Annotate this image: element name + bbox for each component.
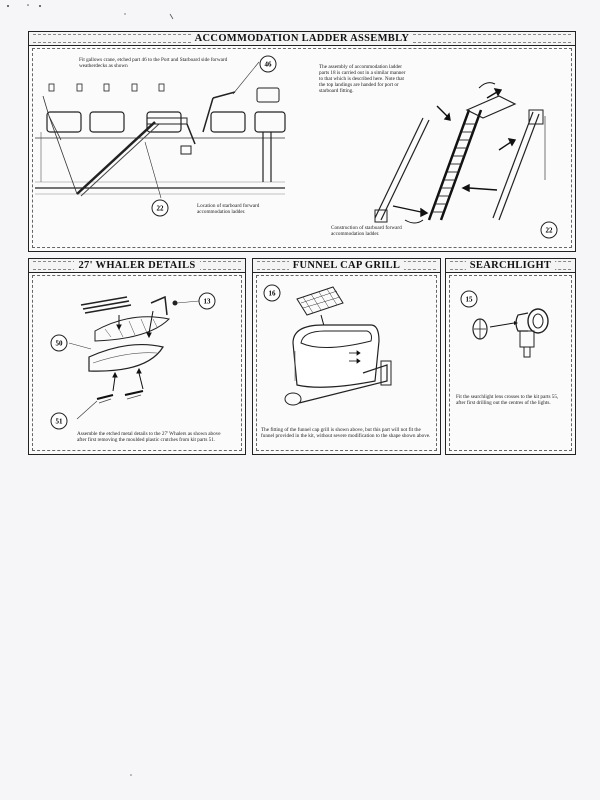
ladder-assembly-panel: ACCOMMODATION LADDER ASSEMBLY Fit gallow… [28,31,576,252]
callout-13-label: 13 [204,298,212,306]
funnel-panel: FUNNEL CAP GRILL 16 The fitting of the f… [252,258,441,455]
callout-15: 15 [460,290,478,308]
searchlight-title: SEARCHLIGHT [465,260,556,271]
whaler-frame [32,275,242,451]
callout-46: 46 [259,55,277,73]
callout-16-label: 16 [269,290,277,298]
callout-46-label: 46 [265,61,273,69]
ladder-location-illustration [35,61,286,199]
whaler-note: Assemble the etched metal details to the… [77,431,221,443]
funnel-title: FUNNEL CAP GRILL [288,260,405,271]
funnel-heading: FUNNEL CAP GRILL [253,259,440,273]
ladder-construction-illustration [374,82,546,224]
ladder-assembly-note: The assembly of accommodation ladder par… [319,64,406,94]
whaler-title: 27' WHALER DETAILS [74,260,200,271]
funnel-frame [256,275,437,451]
scan-speck-bottom [130,774,132,776]
location-caption: Location of starboard forward accommodat… [197,203,260,215]
callout-51: 51 [50,412,68,430]
callout-16: 16 [263,284,281,302]
ladder-assembly-title: ACCOMMODATION LADDER ASSEMBLY [190,33,414,44]
callout-22-left: 22 [151,199,169,217]
searchlight-note: Fit the searchlight lens crosses to the … [456,394,559,406]
whaler-illustration [68,295,200,420]
callout-13: 13 [198,292,216,310]
construction-caption: Construction of starboard forward accomm… [331,225,402,237]
callout-15-label: 15 [466,296,474,304]
searchlight-heading: SEARCHLIGHT [446,259,575,273]
callout-22-right: 22 [540,221,558,239]
callout-51-label: 51 [56,418,64,426]
callout-22-right-label: 22 [546,227,554,235]
gallows-crane-note: Fit gallows crane, etched part 46 to the… [79,57,228,69]
funnel-note: The fitting of the funnel cap grill is s… [261,427,431,439]
whaler-heading: 27' WHALER DETAILS [29,259,245,273]
ladder-assembly-frame [32,48,572,248]
searchlight-illustration [472,308,549,358]
callout-50: 50 [50,334,68,352]
callout-22-left-label: 22 [157,205,165,213]
ladder-assembly-heading: ACCOMMODATION LADDER ASSEMBLY [29,32,575,46]
whaler-panel: 27' WHALER DETAILS [28,258,246,455]
funnel-illustration [284,286,392,406]
scan-marks [7,4,174,20]
searchlight-panel: SEARCHLIGHT 15 Fit the searchlight lens … [445,258,576,455]
callout-50-label: 50 [56,340,64,348]
searchlight-frame [449,275,572,451]
